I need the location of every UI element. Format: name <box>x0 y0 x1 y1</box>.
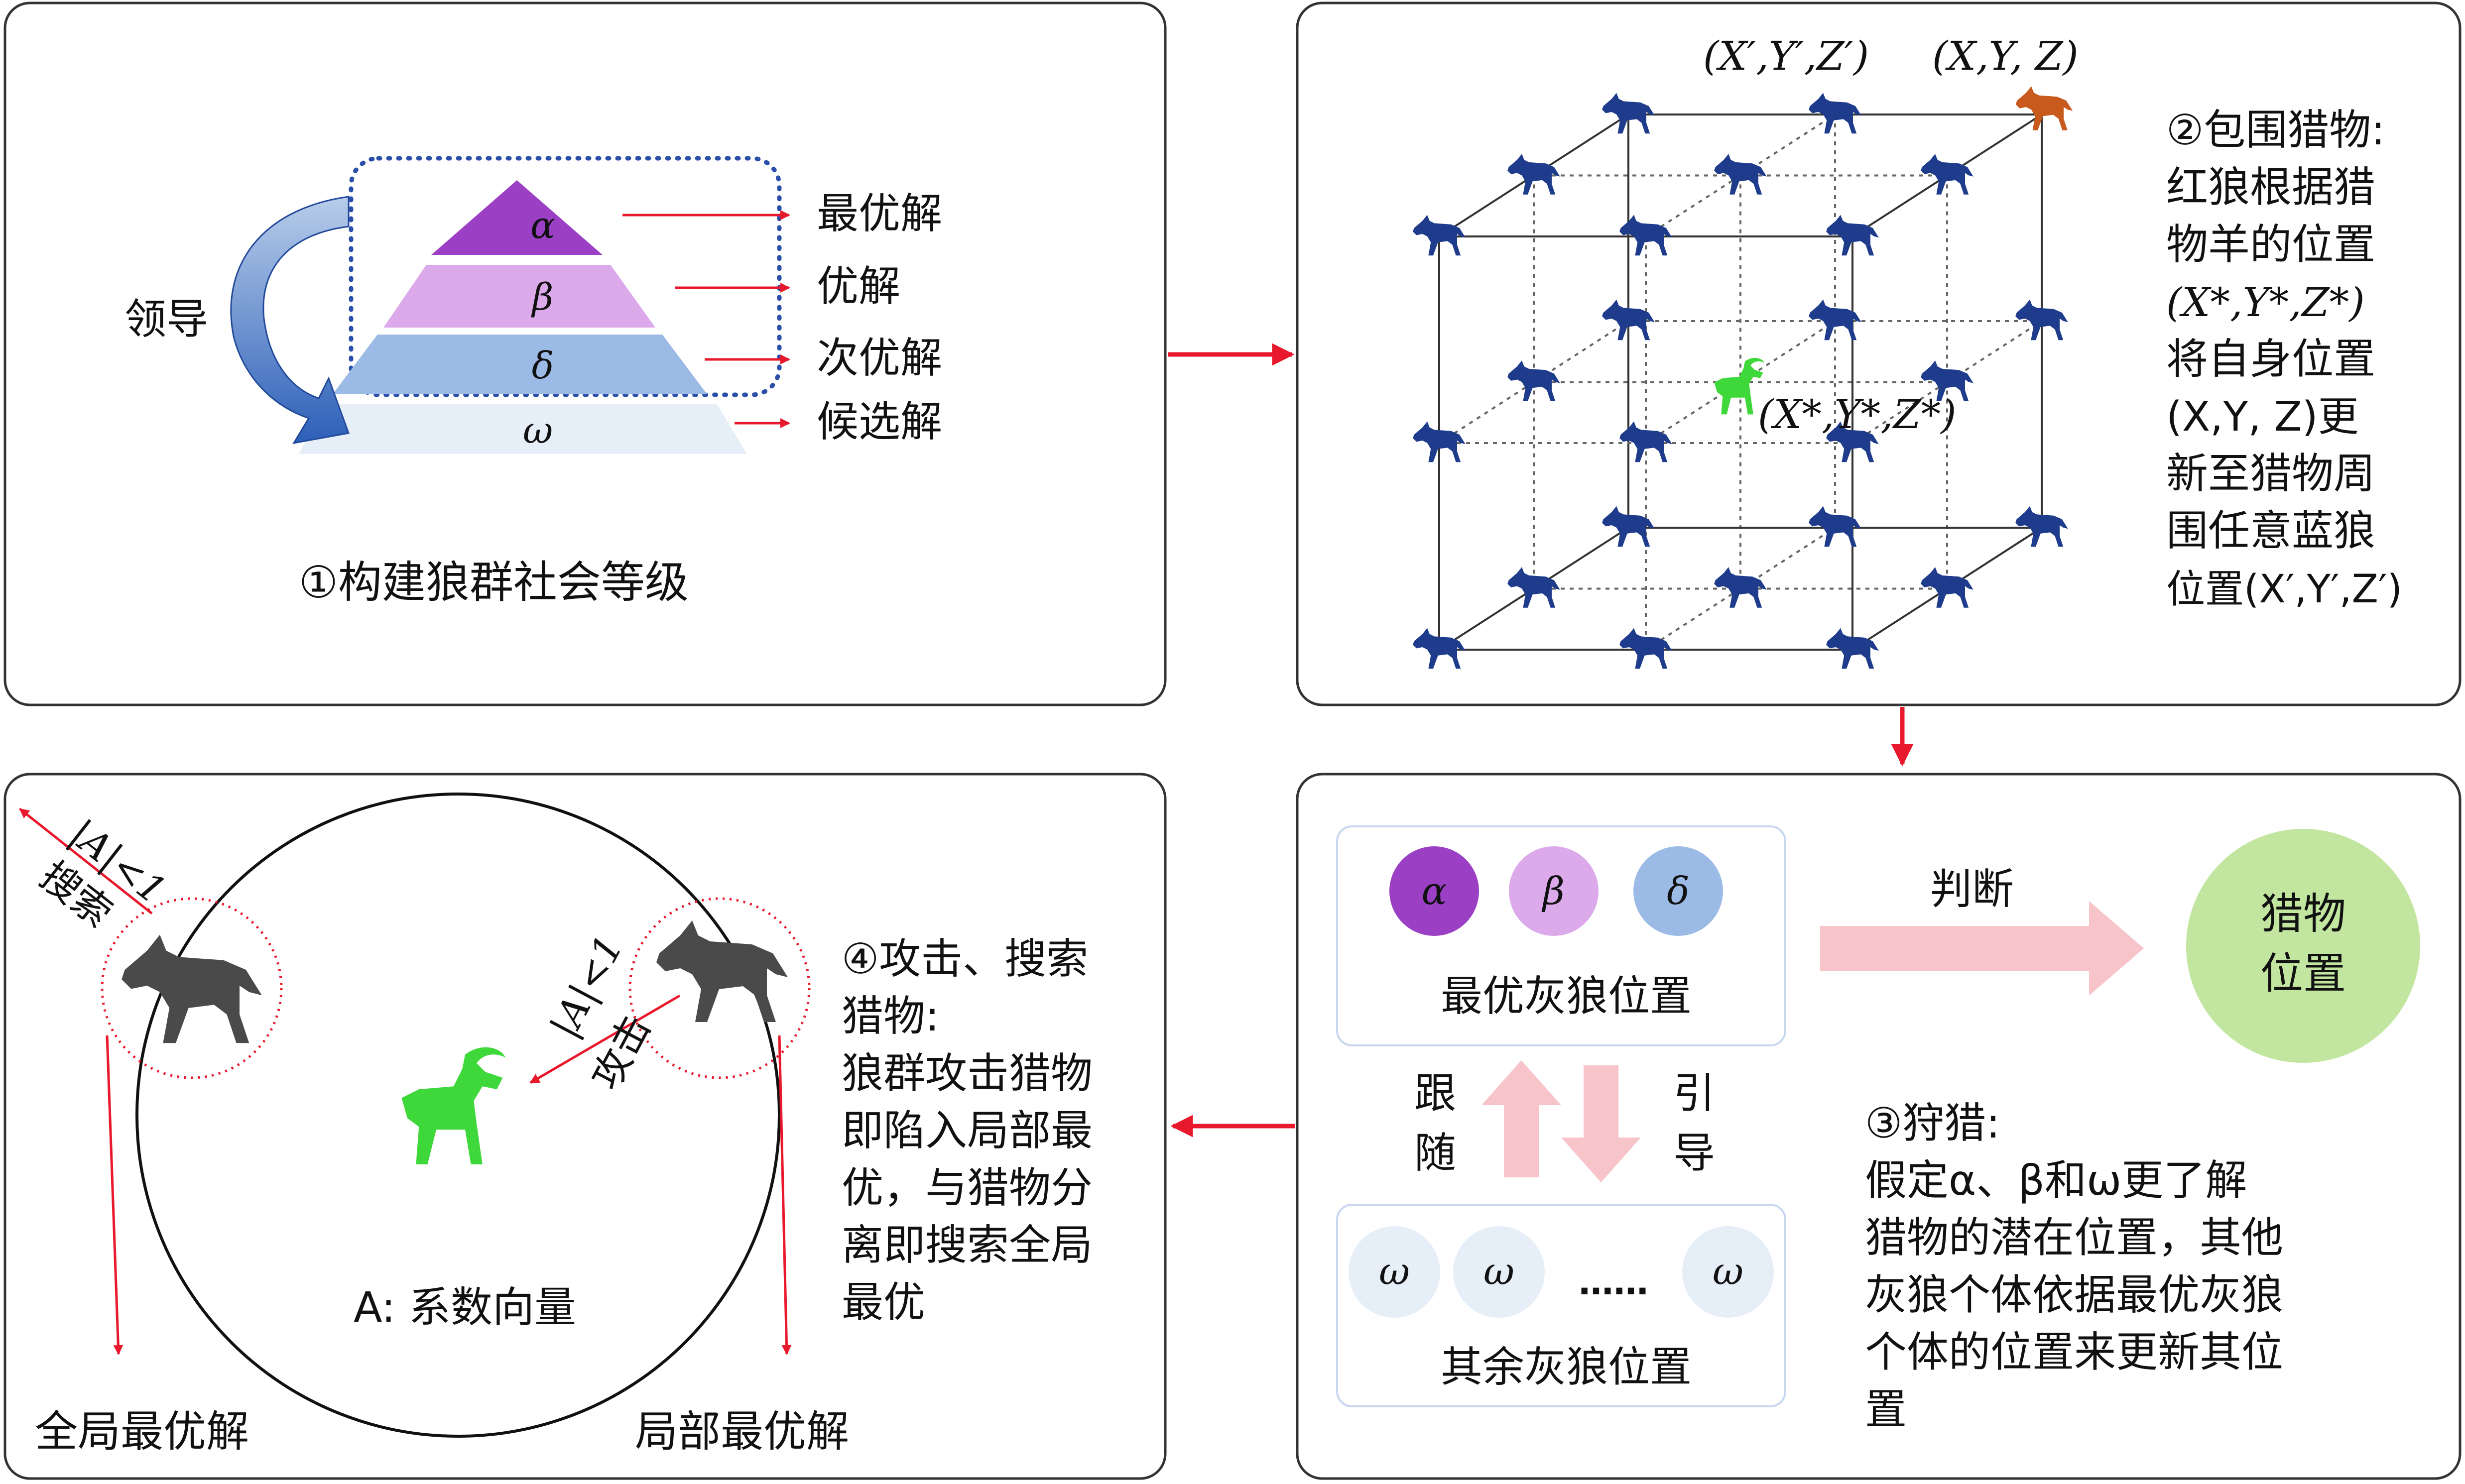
delta-circle-label: δ <box>1667 869 1690 913</box>
follow-arrow <box>1481 1060 1561 1177</box>
hunting-line-1: ③狩猎: <box>1865 1099 2000 1147</box>
global-wolf-ring <box>101 897 283 1079</box>
attack-line-7: 最优 <box>842 1278 925 1327</box>
cube-edge <box>1645 114 1836 237</box>
attack-line-5: 优，与猎物分 <box>842 1163 1093 1212</box>
hunting-line-2: 假定α、β和ω更了解 <box>1865 1156 2247 1205</box>
prey-position-line1: 猎物 <box>2260 889 2346 939</box>
attack-line-6: 离即搜索全局 <box>842 1221 1093 1269</box>
follow-char-2: 随 <box>1414 1129 1456 1177</box>
encircle-line-2: 红狼根据猎 <box>2166 163 2375 212</box>
hunting-line-4: 灰狼个体依据最优灰狼 <box>1865 1270 2283 1319</box>
follow-char-1: 跟 <box>1414 1069 1456 1118</box>
panel-attack-frame <box>3 773 1167 1480</box>
panel-encircle: (X′,Y′,Z′) (X,Y, Z) (X*,Y*,Z*) ②包围猎物: 红狼… <box>1296 1 2462 706</box>
panel-encircle-frame <box>1296 1 2462 706</box>
delta-circle <box>1633 846 1723 936</box>
local-wolf-ring <box>628 897 811 1079</box>
pyramid-beta <box>383 265 655 328</box>
guide-arrow <box>1561 1065 1641 1182</box>
encircle-line-4: (X*,Y*,Z*) <box>2166 279 2365 326</box>
guide-char-1: 引 <box>1673 1069 1715 1118</box>
rest-wolves-box <box>1336 1204 1786 1407</box>
local-optimum-arrow <box>778 1035 792 1355</box>
attack-line-1: ④攻击、搜索 <box>842 934 1088 983</box>
beta-circle-label: β <box>1541 869 1565 913</box>
coord-prey: (X*,Y*,Z*) <box>1758 391 1957 438</box>
panel-attack-search: |A|<1 搜索 |A|<1 攻击 全局最优解 局部最优解 A: 系数向量 ④攻… <box>3 773 1167 1480</box>
panel-hunting-text: ③狩猎: 假定α、β和ω更了解 猎物的潜在位置，其他 灰狼个体依据最优灰狼 个体… <box>1865 1099 2283 1434</box>
omega-symbol: ω <box>523 409 553 452</box>
label-candidate-solution: 候选解 <box>817 397 942 446</box>
pyramid-omega <box>299 404 747 454</box>
omega-circle-2 <box>1453 1226 1545 1318</box>
pyramid-delta <box>333 335 707 394</box>
alpha-circle <box>1389 846 1479 936</box>
encircle-line-1: ②包围猎物: <box>2166 106 2385 154</box>
cube-edge <box>1851 320 2043 444</box>
rest-wolves-label: 其余灰狼位置 <box>1441 1343 1692 1391</box>
beta-symbol: β <box>531 276 554 319</box>
attack-arrow <box>529 994 681 1084</box>
attack-line-2: 猎物: <box>842 992 939 1040</box>
omega-label-3: ω <box>1713 1249 1743 1293</box>
encircle-line-3: 物羊的位置 <box>2166 220 2375 269</box>
guide-char-2: 导 <box>1673 1129 1715 1177</box>
hunting-line-6: 置 <box>1865 1385 1907 1434</box>
leader-dotted-box <box>349 156 782 397</box>
cube-edge <box>1438 320 1629 444</box>
coefficient-vector-label: A: 系数向量 <box>354 1283 576 1332</box>
encircle-line-9: 位置(X′,Y′,Z′) <box>2166 567 2402 612</box>
cube-edge <box>1645 527 1836 651</box>
encircle-line-6: (X,Y, Z)更 <box>2166 393 2359 441</box>
search-space-circle <box>135 793 781 1438</box>
encircle-line-5: 将自身位置 <box>2166 335 2375 383</box>
lead-curve-arrow <box>230 196 350 445</box>
panel-attack-text: ④攻击、搜索 猎物: 狼群攻击猎物 即陷入局部最 优，与猎物分 离即搜索全局 最… <box>842 934 1093 1327</box>
label-second-solution: 次优解 <box>817 334 942 382</box>
global-optimum-label: 全局最优解 <box>35 1407 249 1457</box>
delta-symbol: δ <box>532 344 554 387</box>
judge-arrow <box>1820 901 2144 996</box>
panel-hierarchy: α β δ ω 最优解 优解 次优解 候选解 领导 ①构建狼群社会等级 <box>3 1 1167 706</box>
omega-circle-3 <box>1682 1226 1774 1318</box>
pyramid-alpha <box>431 180 603 255</box>
alpha-symbol: α <box>530 204 555 247</box>
cube-edge <box>1645 320 1836 444</box>
coord-red-wolf: (X,Y, Z) <box>1932 33 2079 79</box>
local-optimum-label: 局部最优解 <box>635 1407 849 1457</box>
hunting-line-3: 猎物的潜在位置，其他 <box>1865 1213 2283 1262</box>
beta-circle <box>1509 846 1599 936</box>
label-good-solution: 优解 <box>817 262 900 311</box>
judge-label: 判断 <box>1930 865 2014 913</box>
hunting-line-5: 个体的位置来更新其位 <box>1865 1328 2283 1376</box>
search-arrow <box>19 808 153 914</box>
coord-blue-wolf: (X′,Y′,Z′) <box>1703 33 1869 79</box>
encircle-line-8: 围任意蓝狼 <box>2166 506 2375 555</box>
panel-encircle-text: ②包围猎物: 红狼根据猎 物羊的位置 (X*,Y*,Z*) 将自身位置 (X,Y… <box>2166 106 2402 612</box>
best-wolves-label: 最优灰狼位置 <box>1441 972 1692 1021</box>
prey-position-circle <box>2186 829 2420 1063</box>
panel-hunting: α β δ 最优灰狼位置 ω ω ω …… 其余灰狼位置 跟 随 引 导 判断 … <box>1296 773 2462 1480</box>
omega-circle-1 <box>1349 1226 1440 1318</box>
label-best-solution: 最优解 <box>817 189 942 238</box>
global-optimum-arrow <box>106 1035 123 1355</box>
lead-label: 领导 <box>124 295 208 343</box>
omega-label-1: ω <box>1379 1249 1410 1293</box>
omega-ellipsis: …… <box>1579 1262 1648 1303</box>
panel-hierarchy-caption: ①构建狼群社会等级 <box>299 557 689 608</box>
prey-position-line2: 位置 <box>2260 949 2346 999</box>
attack-line-3: 狼群攻击猎物 <box>842 1049 1093 1098</box>
omega-label-2: ω <box>1483 1249 1514 1293</box>
encircle-line-7: 新至猎物周 <box>2166 449 2375 498</box>
attack-line-4: 即陷入局部最 <box>842 1106 1093 1155</box>
alpha-circle-label: α <box>1421 869 1447 913</box>
